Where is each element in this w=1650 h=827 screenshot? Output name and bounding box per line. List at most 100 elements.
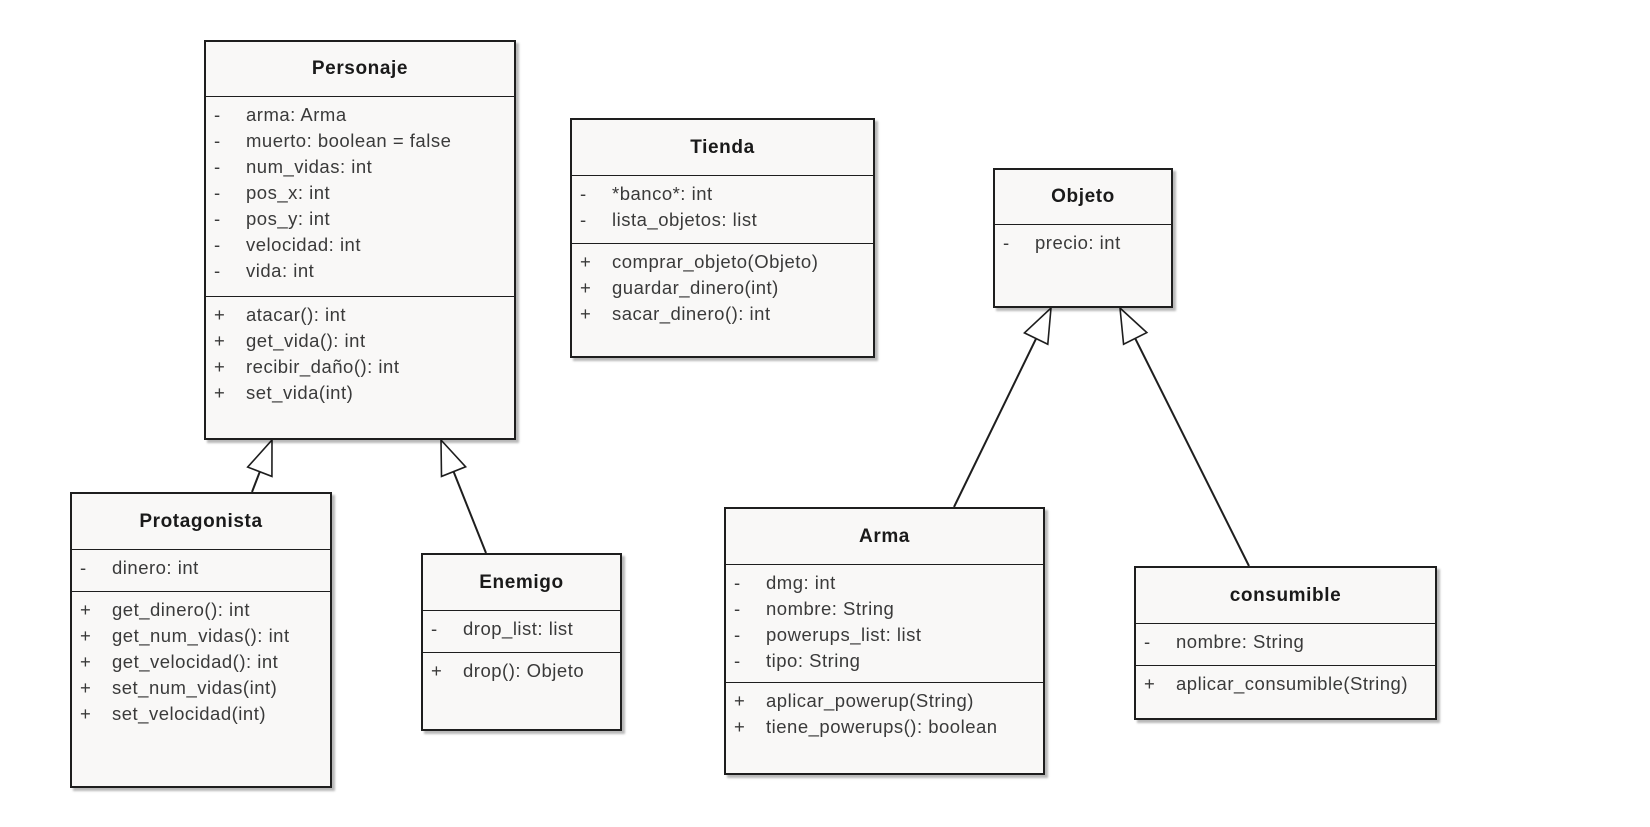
attribute-row[interactable]: -arma: Arma	[206, 102, 514, 128]
class-tienda[interactable]: Tienda -*banco*: int-lista_objetos: list…	[570, 118, 875, 358]
operation-row[interactable]: +set_velocidad(int)	[72, 701, 330, 727]
attribute-row[interactable]: - nombre: String	[1136, 629, 1435, 655]
operation-row[interactable]: + atacar(): int	[206, 302, 514, 328]
visibility-marker: -	[1003, 232, 1010, 253]
attribute-row[interactable]: -pos_y: int	[206, 206, 514, 232]
class-name: Enemigo	[423, 555, 620, 611]
attribute-text: lista_objetos: list	[612, 209, 758, 230]
operation-text: set_velocidad(int)	[112, 703, 266, 724]
attributes-section: -arma: Arma-muerto: boolean = false-num_…	[206, 97, 514, 297]
attributes-section: - precio: int	[995, 225, 1171, 256]
operation-row[interactable]: + get_dinero(): int	[72, 597, 330, 623]
attribute-text: nombre: String	[1176, 631, 1305, 652]
operation-row[interactable]: + get_velocidad(): int	[72, 649, 330, 675]
operation-row[interactable]: +set_vida(int)	[206, 380, 514, 406]
attribute-row[interactable]: -dmg: int	[726, 570, 1043, 596]
class-personaje[interactable]: Personaje -arma: Arma-muerto: boolean = …	[204, 40, 516, 440]
operation-text: set_vida(int)	[246, 382, 354, 403]
class-name: Objeto	[995, 170, 1171, 225]
attribute-row[interactable]: -*banco*: int	[572, 181, 873, 207]
class-name: Personaje	[206, 42, 514, 97]
attribute-row[interactable]: -num_vidas: int	[206, 154, 514, 180]
operation-row[interactable]: +aplicar_powerup(String)	[726, 688, 1043, 714]
visibility-marker: +	[214, 304, 226, 325]
attribute-text: tipo: String	[766, 650, 861, 671]
visibility-marker: -	[734, 598, 741, 619]
attribute-text: arma: Arma	[246, 104, 347, 125]
visibility-marker: +	[580, 277, 592, 298]
attribute-text: vida: int	[246, 260, 315, 281]
operation-text: get_velocidad(): int	[112, 651, 279, 672]
class-objeto[interactable]: Objeto - precio: int	[993, 168, 1173, 308]
operation-text: get_dinero(): int	[112, 599, 251, 620]
attribute-row[interactable]: -muerto: boolean = false	[206, 128, 514, 154]
generalization-line	[452, 471, 487, 554]
attribute-row[interactable]: - pos_x: int	[206, 180, 514, 206]
attributes-section: -drop_list: list	[423, 611, 620, 653]
operation-text: aplicar_consumible(String)	[1176, 673, 1409, 694]
visibility-marker: +	[80, 625, 92, 646]
operation-row[interactable]: + aplicar_consumible(String)	[1136, 671, 1435, 697]
generalization-arrowhead	[1023, 305, 1052, 346]
operation-row[interactable]: +drop(): Objeto	[423, 658, 620, 684]
operations-section: +get_dinero(): int+get_num_vidas(): int+…	[72, 592, 330, 727]
visibility-marker: -	[214, 234, 221, 255]
attribute-row[interactable]: - vida: int	[206, 258, 514, 284]
operation-text: atacar(): int	[246, 304, 347, 325]
attribute-text: pos_x: int	[246, 182, 331, 203]
attributes-section: -dmg: int-nombre: String-powerups_list: …	[726, 565, 1043, 683]
visibility-marker: -	[580, 209, 587, 230]
attribute-text: velocidad: int	[246, 234, 361, 255]
visibility-marker: +	[1144, 673, 1156, 694]
attribute-text: precio: int	[1035, 232, 1121, 253]
visibility-marker: +	[80, 651, 92, 672]
operation-row[interactable]: +get_num_vidas(): int	[72, 623, 330, 649]
class-name: Protagonista	[72, 494, 330, 550]
attribute-text: drop_list: list	[463, 618, 574, 639]
operation-row[interactable]: +sacar_dinero(): int	[572, 301, 873, 327]
operation-row[interactable]: +guardar_dinero(int)	[572, 275, 873, 301]
attribute-text: *banco*: int	[612, 183, 713, 204]
operation-row[interactable]: +recibir_daño(): int	[206, 354, 514, 380]
attribute-row[interactable]: -nombre: String	[726, 596, 1043, 622]
generalization-arrowhead	[1118, 305, 1149, 346]
attribute-text: powerups_list: list	[766, 624, 922, 645]
operation-text: tiene_powerups(): boolean	[766, 716, 998, 737]
attribute-row[interactable]: -drop_list: list	[423, 616, 620, 642]
visibility-marker: -	[214, 182, 221, 203]
visibility-marker: -	[734, 624, 741, 645]
visibility-marker: -	[214, 260, 221, 281]
attribute-row[interactable]: - velocidad: int	[206, 232, 514, 258]
attribute-row[interactable]: - precio: int	[995, 230, 1171, 256]
class-arma[interactable]: Arma -dmg: int-nombre: String-powerups_l…	[724, 507, 1045, 775]
attributes-section: -dinero: int	[72, 550, 330, 592]
operation-text: set_num_vidas(int)	[112, 677, 278, 698]
visibility-marker: +	[580, 303, 592, 324]
operations-section: +comprar_objeto(Objeto)+guardar_dinero(i…	[572, 244, 873, 327]
operations-section: +drop(): Objeto	[423, 653, 620, 684]
attribute-row[interactable]: - powerups_list: list	[726, 622, 1043, 648]
attribute-row[interactable]: - lista_objetos: list	[572, 207, 873, 233]
generalization-enemigo-to-personaje	[440, 437, 487, 554]
operation-text: get_vida(): int	[246, 330, 366, 351]
visibility-marker: +	[734, 716, 746, 737]
operation-row[interactable]: +set_num_vidas(int)	[72, 675, 330, 701]
class-name: Arma	[726, 509, 1043, 565]
attribute-text: num_vidas: int	[246, 156, 373, 177]
visibility-marker: +	[80, 599, 92, 620]
attribute-row[interactable]: -dinero: int	[72, 555, 330, 581]
attribute-text: pos_y: int	[246, 208, 331, 229]
operation-row[interactable]: +comprar_objeto(Objeto)	[572, 249, 873, 275]
attribute-text: dinero: int	[112, 557, 199, 578]
visibility-marker: -	[734, 572, 741, 593]
operation-row[interactable]: + get_vida(): int	[206, 328, 514, 354]
class-protagonista[interactable]: Protagonista -dinero: int + get_dinero():…	[70, 492, 332, 788]
visibility-marker: -	[1144, 631, 1151, 652]
operations-section: +aplicar_powerup(String)+ tiene_powerups(…	[726, 683, 1043, 740]
attribute-row[interactable]: -tipo: String	[726, 648, 1043, 674]
class-name: consumible	[1136, 568, 1435, 624]
visibility-marker: +	[214, 330, 226, 351]
class-consumible[interactable]: consumible - nombre: String + aplicar_cons…	[1134, 566, 1437, 720]
operation-row[interactable]: + tiene_powerups(): boolean	[726, 714, 1043, 740]
class-enemigo[interactable]: Enemigo -drop_list: list +drop(): Objeto	[421, 553, 622, 731]
